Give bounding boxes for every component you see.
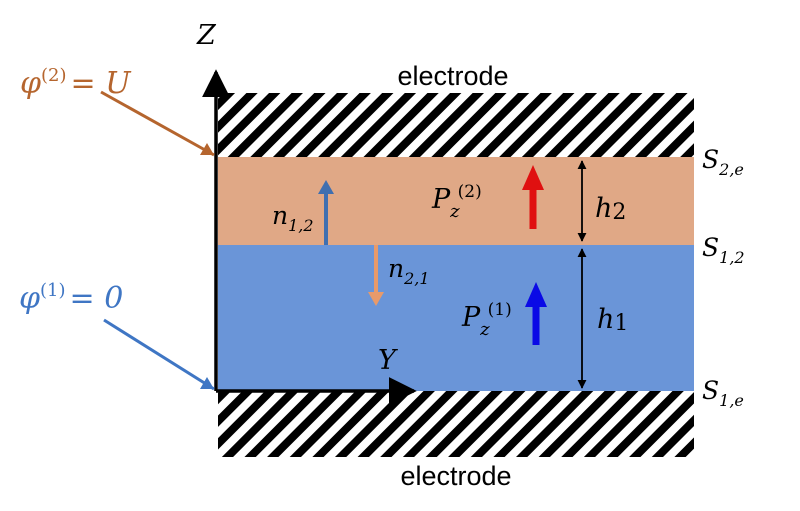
y-axis-label: Y xyxy=(378,345,398,376)
electrode-bottom-label: electrode xyxy=(400,461,511,491)
h2-label: h2 xyxy=(595,193,626,225)
surface-2e-label: S2,e xyxy=(702,145,744,179)
phi-top-label: φ(2)= U xyxy=(20,65,132,101)
layer-2 xyxy=(218,157,694,245)
h1-label: h1 xyxy=(597,304,628,336)
layer-1 xyxy=(218,245,694,391)
z-axis-label: Z xyxy=(196,20,217,51)
phi-bottom-label: φ(1)= 0 xyxy=(19,280,123,316)
surface-1e-label: S1,e xyxy=(702,376,744,410)
n12-label: n1,2 xyxy=(272,201,314,235)
top-electrode xyxy=(218,93,694,157)
electrode-top-label: electrode xyxy=(397,61,508,91)
phi-top-pointer xyxy=(100,90,215,157)
phi-bottom-pointer xyxy=(103,318,215,391)
P1-label: Pz(1) xyxy=(461,300,512,340)
bottom-electrode xyxy=(218,391,694,457)
P2-label: Pz(2) xyxy=(431,182,482,222)
surface-12-label: S1,2 xyxy=(702,233,745,267)
n21-label: n2,1 xyxy=(388,254,430,288)
